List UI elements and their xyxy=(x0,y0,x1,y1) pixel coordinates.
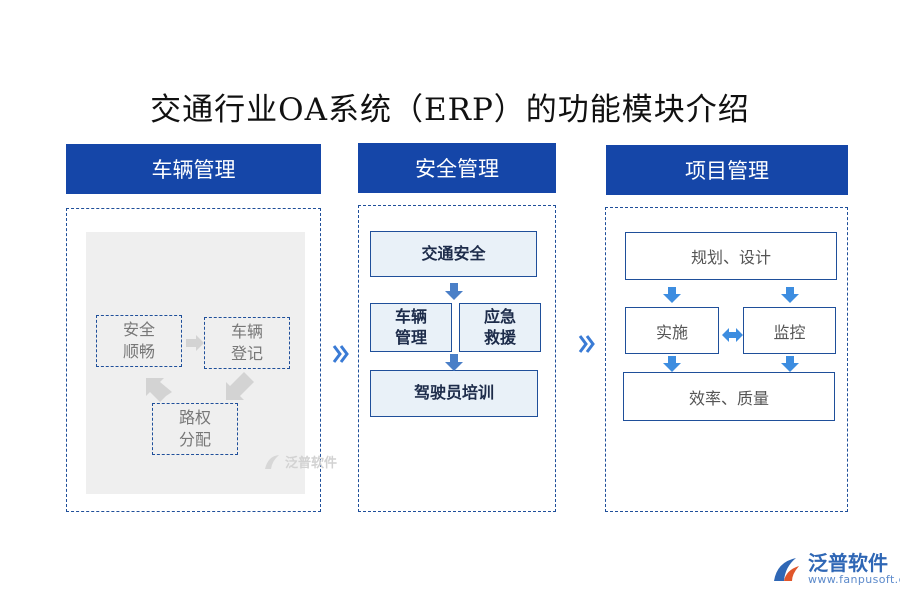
box-safety-flow: 安全 顺畅 xyxy=(96,315,182,367)
fanpu-logo-icon xyxy=(774,558,799,582)
arrow-up-left-icon xyxy=(146,378,172,402)
arrow-down-left-icon xyxy=(226,372,254,400)
panel-safety-management xyxy=(358,205,556,512)
vehicle-gray-area xyxy=(86,232,305,494)
arrow-down-icon xyxy=(445,354,463,371)
project-arrows xyxy=(663,287,799,372)
double-chevron-right-icon xyxy=(578,335,595,353)
double-arrow-icon xyxy=(722,328,743,342)
double-chevron-right-icon xyxy=(332,345,349,363)
box-vehicle-mgmt: 车辆 管理 xyxy=(370,303,452,352)
header-safety-management: 安全管理 xyxy=(358,143,556,193)
page-title: 交通行业OA系统（ERP）的功能模块介绍 xyxy=(150,92,750,128)
box-emergency-rescue: 应急 救援 xyxy=(459,303,541,352)
box-driver-training: 驾驶员培训 xyxy=(370,370,538,417)
box-implementation: 实施 xyxy=(625,307,719,354)
arrow-down-icon xyxy=(781,287,799,303)
box-right-of-way: 路权 分配 xyxy=(152,403,238,455)
panel-project-management xyxy=(605,207,848,512)
brand-url: www.fanpusoft.com xyxy=(808,573,900,586)
box-planning-design: 规划、设计 xyxy=(625,232,837,280)
watermark-logo-icon xyxy=(265,454,279,469)
box-traffic-safety: 交通安全 xyxy=(370,231,537,277)
safety-arrows xyxy=(445,283,463,371)
brand-name: 泛普软件 xyxy=(808,551,888,575)
panel-vehicle-management xyxy=(66,208,321,512)
vehicle-cycle-arrows xyxy=(146,335,254,402)
arrow-down-icon xyxy=(781,356,799,372)
box-vehicle-register: 车辆 登记 xyxy=(204,317,290,369)
box-monitoring: 监控 xyxy=(743,307,836,354)
brand-logo: 泛普软件 www.fanpusoft.com xyxy=(770,553,900,586)
arrow-down-icon xyxy=(663,356,681,372)
watermark: 泛普软件 xyxy=(262,452,337,471)
arrow-right-icon xyxy=(186,335,204,351)
header-project-management: 项目管理 xyxy=(606,145,848,195)
arrow-down-icon xyxy=(663,287,681,303)
arrow-down-icon xyxy=(445,283,463,300)
header-vehicle-management: 车辆管理 xyxy=(66,144,321,194)
box-efficiency-quality: 效率、质量 xyxy=(623,372,835,421)
